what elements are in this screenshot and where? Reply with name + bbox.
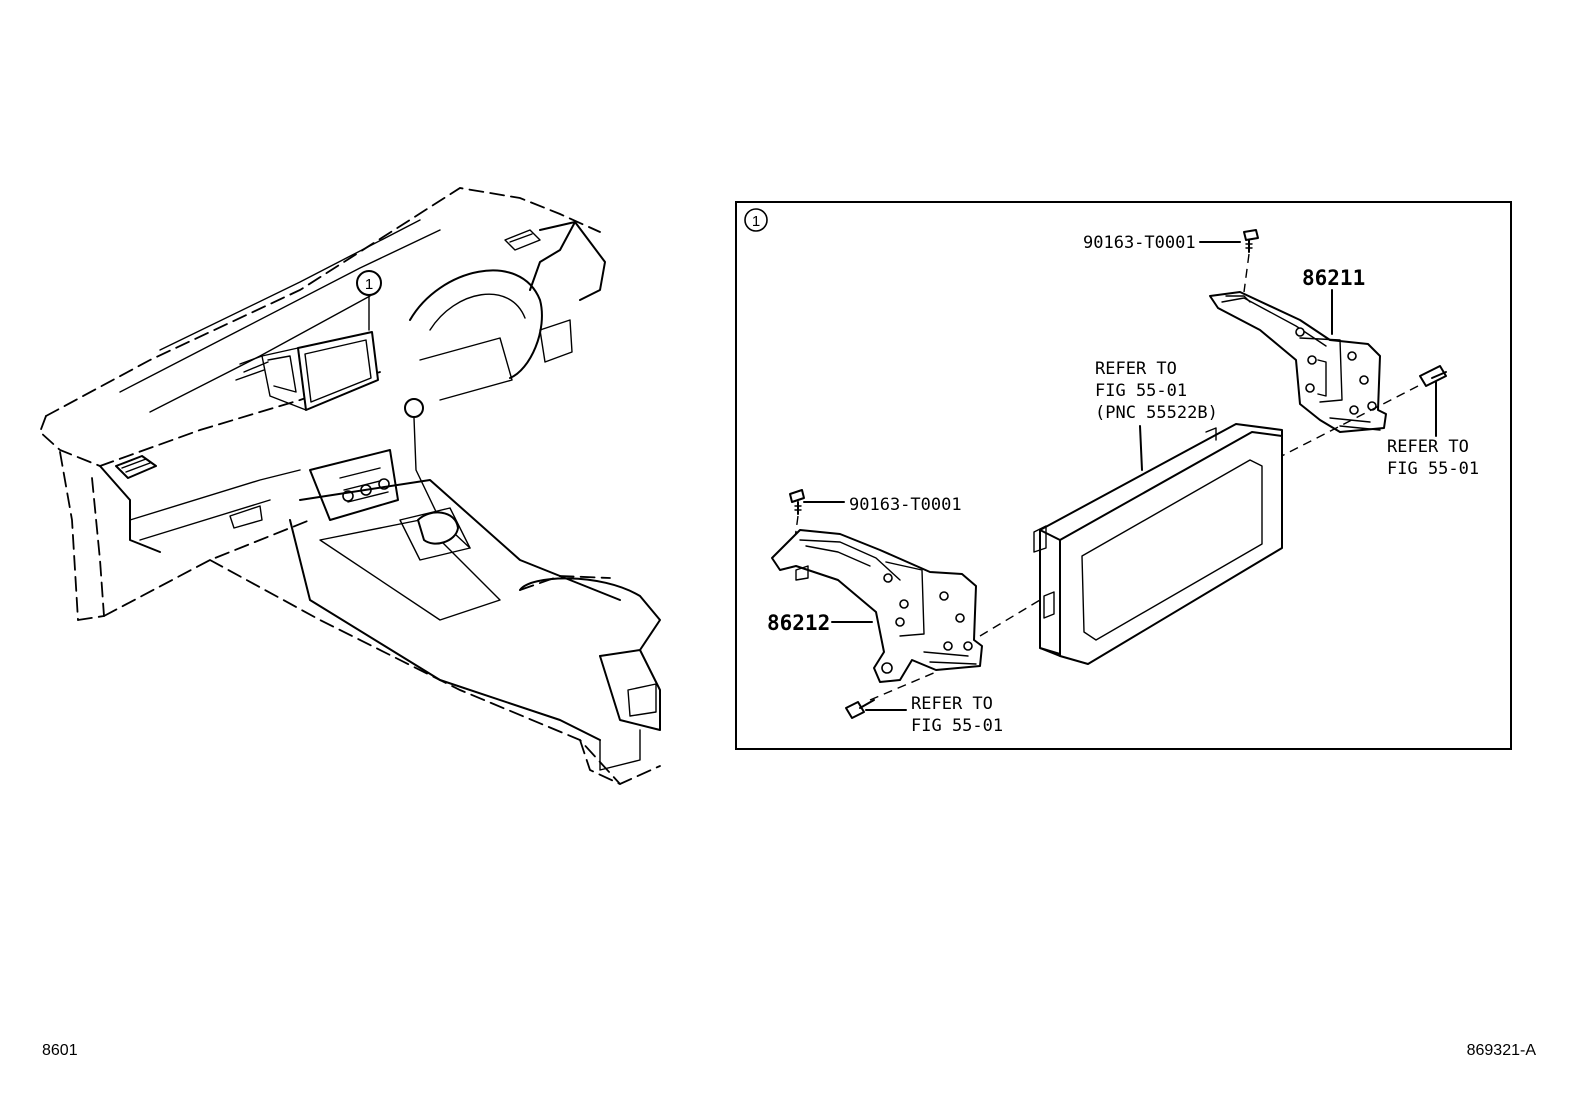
- screw-bottom-refer-line-1: REFER TO: [911, 694, 993, 714]
- bracket-right-part-number: 86211: [1302, 266, 1365, 290]
- bracket-right: [1209, 289, 1387, 433]
- screw-bottom-refer-line-2: FIG 55-01: [911, 716, 1003, 736]
- bolt-left-label: 90163-T0001: [849, 495, 962, 515]
- bolt-top-label: 90163-T0001: [1083, 233, 1196, 253]
- screw-right: [1269, 365, 1447, 463]
- detail-frame: 1: [735, 201, 1512, 750]
- dashboard-overview-illustration: 1: [38, 187, 661, 785]
- footer-right-code: 869321-A: [1467, 1042, 1537, 1059]
- display-refer-line-2: FIG 55-01: [1095, 381, 1187, 401]
- footer-left-code: 8601: [42, 1042, 78, 1059]
- display-refer-line-1: REFER TO: [1095, 359, 1177, 379]
- screw-right-refer-line-2: FIG 55-01: [1387, 459, 1479, 479]
- overview-callout-number: 1: [365, 276, 373, 293]
- detail-callout-number: 1: [752, 213, 760, 230]
- bolt-left: [789, 489, 845, 547]
- screw-right-refer-line-1: REFER TO: [1387, 437, 1469, 457]
- screw-bottom: [845, 671, 937, 719]
- display-refer-line-3: (PNC 55522B): [1095, 403, 1218, 423]
- bracket-left-part-number: 86212: [767, 611, 830, 635]
- bracket-left: [771, 529, 1041, 683]
- display-unit: [1033, 423, 1283, 665]
- bolt-top: [1199, 229, 1259, 293]
